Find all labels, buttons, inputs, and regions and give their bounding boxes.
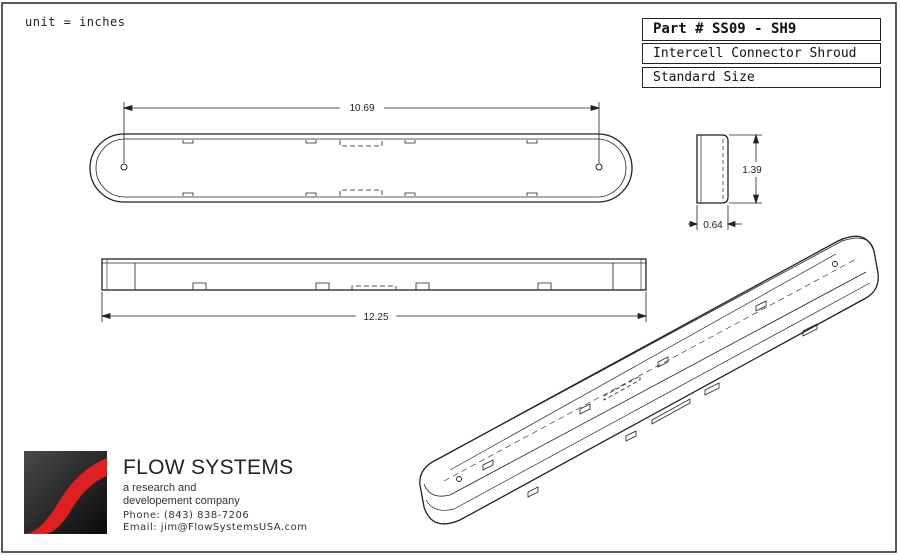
dimension-label-height: 1.39 <box>742 165 762 176</box>
dimension-label-width: 0.64 <box>703 220 723 231</box>
company-phone: Phone: (843) 838-7206 <box>123 510 250 521</box>
side-view <box>696 134 729 204</box>
top-view <box>89 133 633 203</box>
dimension-width <box>688 205 742 230</box>
front-view <box>101 258 647 291</box>
company-tagline-line1: a research and <box>123 482 197 494</box>
company-tagline-line2: developement company <box>123 495 240 507</box>
description-box: Intercell Connector Shroud <box>642 43 881 64</box>
flow-systems-logo <box>24 451 107 534</box>
units-note: unit = inches <box>25 15 126 29</box>
isometric-view <box>419 235 879 525</box>
dimension-top-hole-spacing <box>122 102 601 163</box>
dimension-overall-length <box>100 292 648 322</box>
company-name: FLOW SYSTEMS <box>123 456 294 479</box>
size-box: Standard Size <box>642 67 881 88</box>
dimension-label-top-hole-spacing: 10.69 <box>349 103 374 114</box>
part-number-box: Part # SS09 - SH9 <box>642 18 881 41</box>
dimension-label-overall-length: 12.25 <box>363 312 388 323</box>
dimension-height <box>729 133 762 205</box>
company-email: Email: jim@FlowSystemsUSA.com <box>123 522 308 533</box>
